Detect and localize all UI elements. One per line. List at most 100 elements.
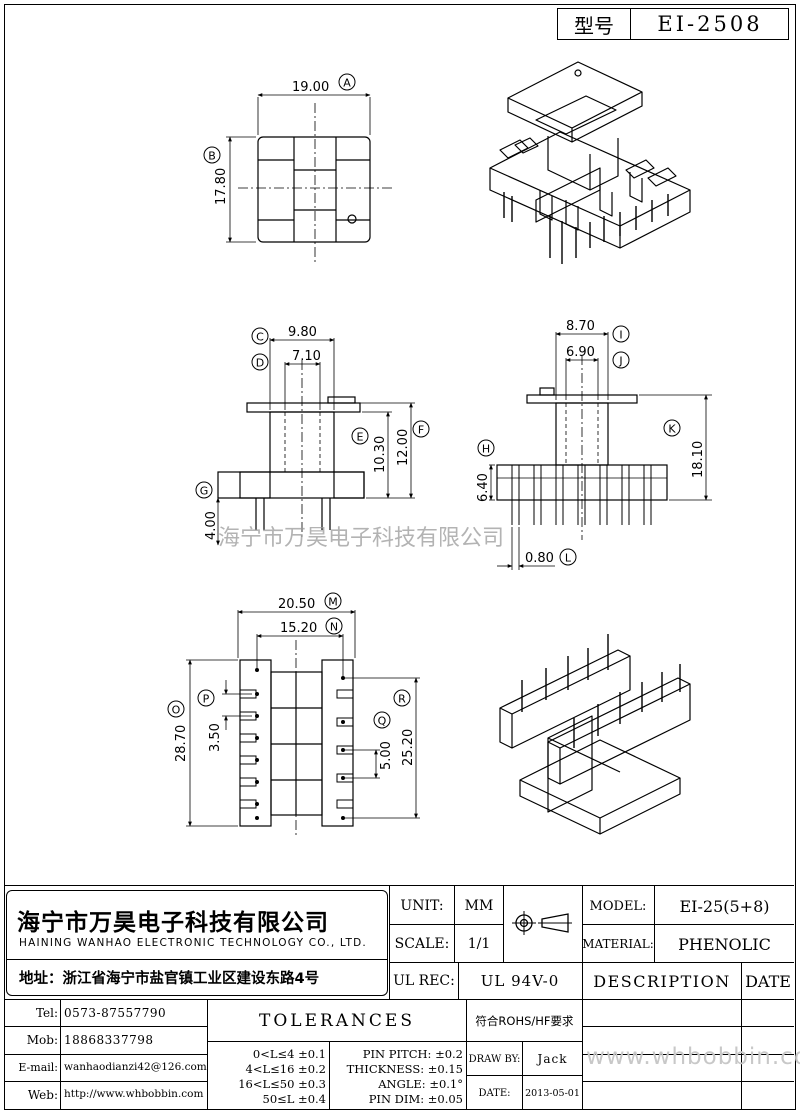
tolerances-header: TOLERANCES xyxy=(259,1011,415,1031)
dim-J-value: 6.90 xyxy=(566,345,595,360)
dim-K-badge: K xyxy=(663,419,681,437)
dim-L-badge: L xyxy=(559,548,577,566)
dim-R-badge: R xyxy=(393,689,411,707)
company-name-cn: 海宁市万昊电子科技有限公司 xyxy=(17,910,329,936)
company-name-en: HAINING WANHAO ELECTRONIC TECHNOLOGY CO.… xyxy=(19,937,367,949)
pin-tolerance: THICKNESS: ±0.15 xyxy=(346,1062,463,1076)
dim-C-value: 9.80 xyxy=(288,325,317,340)
svg-text:I: I xyxy=(619,329,622,342)
pin-tolerance: PIN PITCH: ±0.2 xyxy=(362,1047,463,1061)
date-header: DATE xyxy=(745,971,791,991)
model-header-label: 型号 xyxy=(558,9,631,39)
mob-value: 18868337798 xyxy=(64,1033,154,1047)
svg-text:J: J xyxy=(618,355,622,368)
dim-D-badge: D xyxy=(251,353,269,371)
bottom-view xyxy=(186,610,420,835)
svg-text:O: O xyxy=(172,704,181,717)
ul-rec-label: UL REC: xyxy=(393,973,455,989)
company-box: 海宁市万昊电子科技有限公司 HAINING WANHAO ELECTRONIC … xyxy=(6,890,388,996)
pin-tolerance: ANGLE: ±0.1° xyxy=(378,1077,463,1091)
svg-text:F: F xyxy=(418,424,424,437)
tel-label: Tel: xyxy=(35,1006,58,1020)
rohs-note: 符合ROHS/HF要求 xyxy=(475,1014,574,1028)
dim-N-value: 15.20 xyxy=(280,621,317,636)
tolerance-row: 16<L≤50 ±0.3 xyxy=(238,1077,326,1091)
model-value: EI-25(5+8) xyxy=(679,896,770,916)
company-watermark: 海宁市万昊电子科技有限公司 xyxy=(218,526,504,551)
email-label: E-mail: xyxy=(18,1061,58,1074)
ul-rec-value: UL 94V-0 xyxy=(480,972,560,990)
dim-G-value: 4.00 xyxy=(204,511,219,540)
draw-by-label: DRAW BY: xyxy=(468,1053,521,1065)
svg-text:D: D xyxy=(256,357,264,370)
svg-text:H: H xyxy=(482,443,490,456)
tolerance-row: 50≤L ±0.4 xyxy=(262,1092,327,1106)
web-value[interactable]: http://www.whbobbin.com xyxy=(64,1088,204,1100)
dim-H-badge: H xyxy=(477,439,495,457)
svg-text:C: C xyxy=(256,331,264,344)
dim-O-badge: O xyxy=(167,700,185,718)
date-value: 2013-05-01 xyxy=(525,1087,580,1099)
svg-text:E: E xyxy=(357,431,364,444)
dim-A-badge: A xyxy=(338,73,356,91)
email-value[interactable]: wanhaodianzi42@126.com xyxy=(64,1061,207,1073)
mob-label: Mob: xyxy=(26,1033,58,1047)
site-watermark: www.whbobbin.com xyxy=(586,1044,800,1070)
dim-Q-badge: Q xyxy=(373,711,391,729)
dim-E-value: 10.30 xyxy=(373,436,388,473)
svg-text:K: K xyxy=(668,423,676,436)
dim-J-badge: J xyxy=(612,351,630,369)
title-block: 海宁市万昊电子科技有限公司 HAINING WANHAO ELECTRONIC … xyxy=(4,885,800,1109)
dim-M-value: 20.50 xyxy=(278,597,315,612)
dim-M-badge: M xyxy=(324,592,342,610)
model-label: MODEL: xyxy=(589,898,647,914)
unit-label: UNIT: xyxy=(400,898,444,914)
dim-E-badge: E xyxy=(351,427,369,445)
dim-C-badge: C xyxy=(251,327,269,345)
unit-value: MM xyxy=(464,898,494,914)
dim-N-badge: N xyxy=(325,617,343,635)
svg-text:N: N xyxy=(330,621,338,634)
svg-text:Q: Q xyxy=(378,715,387,728)
dim-K-value: 18.10 xyxy=(691,441,706,478)
description-header: DESCRIPTION xyxy=(593,971,731,991)
dim-B-value: 17.80 xyxy=(214,168,229,205)
scale-value: 1/1 xyxy=(467,936,491,952)
svg-text:A: A xyxy=(343,77,351,90)
dim-I-value: 8.70 xyxy=(566,319,595,334)
svg-text:M: M xyxy=(328,596,338,609)
dim-D-value: 7.10 xyxy=(292,349,321,364)
svg-text:R: R xyxy=(398,693,406,706)
svg-text:G: G xyxy=(200,485,209,498)
svg-text:B: B xyxy=(208,150,216,163)
dim-P-value: 3.50 xyxy=(208,723,223,752)
svg-text:P: P xyxy=(203,693,210,706)
dim-B-badge: B xyxy=(203,146,221,164)
company-divider xyxy=(7,959,387,960)
dim-L-value: 0.80 xyxy=(525,551,554,566)
dim-Q-value: 5.00 xyxy=(379,741,394,770)
dim-R-value: 25.20 xyxy=(401,729,416,766)
model-header-box: 型号 EI-2508 xyxy=(557,8,789,40)
date-label: DATE: xyxy=(478,1087,511,1099)
isometric-view-bottom xyxy=(499,634,691,835)
tolerance-row: 0<L≤4 ±0.1 xyxy=(252,1047,326,1061)
projection-symbol-icon xyxy=(512,911,572,935)
company-address: 地址：浙江省海宁市盐官镇工业区建设东路4号 xyxy=(19,971,320,987)
dim-F-value: 12.00 xyxy=(396,429,411,466)
technical-drawing: 19.00 A 17.80 B 9.80 C 7.10 D 10.30 E 12… xyxy=(167,61,712,835)
scale-label: SCALE: xyxy=(394,936,450,952)
dim-P-badge: P xyxy=(197,689,215,707)
draw-by-value: Jack xyxy=(537,1052,568,1066)
tolerance-row: 4<L≤16 ±0.2 xyxy=(245,1062,326,1076)
tel-value: 0573-87557790 xyxy=(64,1006,167,1020)
dim-G-badge: G xyxy=(195,481,213,499)
front-view xyxy=(489,332,712,570)
dim-O-value: 28.70 xyxy=(174,725,189,762)
web-label: Web: xyxy=(27,1088,58,1102)
top-view xyxy=(226,93,392,262)
material-label: MATERIAL: xyxy=(582,937,654,951)
dimension-labels: 19.00 A 17.80 B 9.80 C 7.10 D 10.30 E 12… xyxy=(167,73,706,770)
material-value: PHENOLIC xyxy=(678,934,771,954)
dim-I-badge: I xyxy=(612,325,630,343)
